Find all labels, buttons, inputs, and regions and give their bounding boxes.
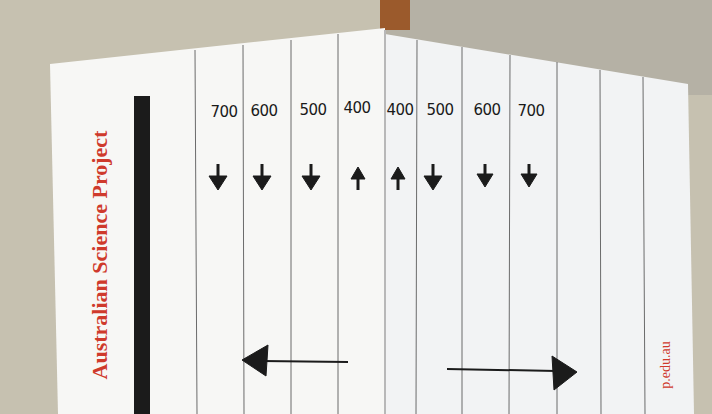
left-page [50, 28, 385, 414]
fold-line [384, 30, 386, 414]
wavelength-arrows [209, 164, 537, 190]
wavelength-number: 600 [473, 103, 500, 118]
brand-title: Australian Science Project [89, 131, 111, 380]
wavelength-number: 400 [386, 103, 413, 118]
wavelength-number: 400 [343, 101, 370, 116]
right-page [385, 34, 694, 414]
direction-arrows [242, 345, 577, 390]
wavelength-number: 700 [210, 105, 237, 120]
web-address: p.edu.au [659, 341, 673, 388]
wavelength-number: 500 [299, 103, 326, 118]
wavelength-number: 700 [517, 104, 544, 119]
ruled-lines [195, 34, 645, 414]
wavelength-number: 600 [250, 104, 277, 119]
black-bar [134, 96, 150, 414]
wavelength-number: 500 [426, 103, 453, 118]
wood-edge [380, 0, 410, 30]
